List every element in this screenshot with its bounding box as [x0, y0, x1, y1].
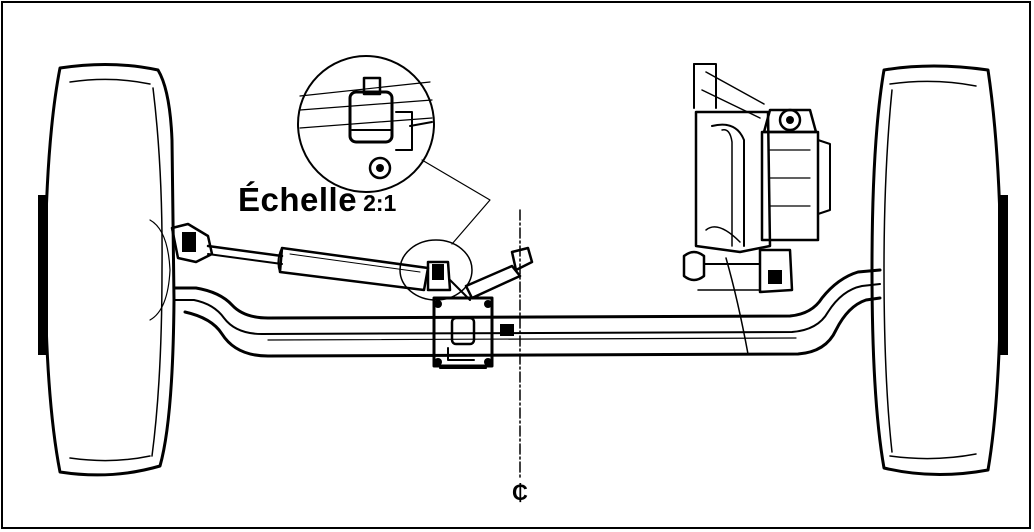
steering-box	[426, 246, 534, 369]
scale-label-word: Échelle	[238, 181, 358, 218]
axle-beam	[173, 268, 882, 358]
right-wheel	[870, 64, 1008, 477]
magnifier-callout	[297, 55, 491, 301]
tie-rod	[170, 222, 430, 292]
right-assembly	[682, 63, 831, 355]
scale-label-ratio: 2:1	[363, 190, 397, 216]
centerline-symbol: ₵	[512, 480, 528, 505]
left-wheel	[38, 62, 176, 477]
